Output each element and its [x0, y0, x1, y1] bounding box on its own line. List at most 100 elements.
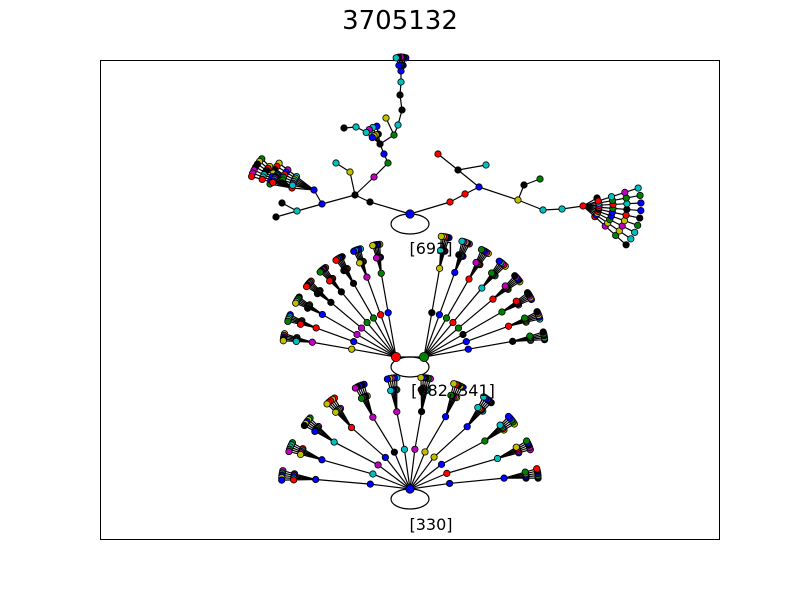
tree-edge — [409, 449, 416, 490]
tree-edge — [369, 201, 411, 215]
tree-node — [634, 184, 642, 192]
tree-node — [332, 256, 340, 264]
tree-node — [627, 235, 635, 243]
tree-node — [631, 228, 639, 236]
tree-node — [449, 318, 457, 327]
tree-node — [318, 200, 326, 208]
tree-node — [478, 284, 486, 292]
tree-edge — [366, 322, 397, 358]
tree-node — [446, 198, 454, 206]
tree-edge — [335, 411, 352, 428]
tree-edge — [423, 333, 464, 358]
tree-node — [522, 437, 531, 445]
tree-edge — [384, 457, 411, 490]
tree-edge — [468, 340, 513, 350]
tree-node — [311, 427, 319, 435]
tree-node — [349, 279, 358, 287]
tree-edge — [387, 312, 397, 358]
tree-edge — [466, 407, 479, 427]
tree-edge — [503, 471, 526, 479]
tree-node — [607, 193, 616, 201]
tree-node — [258, 175, 266, 184]
tree-node — [436, 246, 445, 254]
tree-node — [447, 391, 455, 399]
tree-node — [278, 179, 286, 187]
tree-edge — [315, 478, 371, 485]
tree-node — [366, 480, 374, 488]
tree-2-root-loop — [390, 356, 430, 378]
tree-node — [536, 175, 544, 183]
tree-node — [636, 214, 644, 222]
tree-1-root-node — [405, 209, 415, 219]
tree-node — [451, 268, 459, 277]
tree-node — [351, 384, 359, 392]
tree-node — [366, 198, 374, 206]
tree-edge — [300, 453, 323, 461]
tree-node — [374, 461, 382, 469]
tree-node — [558, 205, 566, 213]
tree-node — [458, 237, 466, 245]
tree-node — [436, 264, 444, 272]
tree-node — [501, 282, 509, 290]
tree-edge — [423, 341, 467, 358]
nodes-layer — [248, 53, 645, 494]
tree-node — [346, 168, 354, 176]
tree-edge — [423, 317, 448, 358]
tree-node — [539, 328, 547, 336]
tree-edge — [354, 176, 375, 196]
tree-edge — [351, 348, 397, 358]
tree-edge — [433, 426, 468, 458]
tree-node — [390, 448, 398, 456]
tree-node — [474, 403, 482, 412]
tree-node — [488, 269, 496, 277]
tree-edge — [409, 201, 451, 215]
tree-node — [493, 454, 502, 463]
tree-node — [381, 453, 389, 462]
tree-3-label: [330] — [409, 515, 452, 534]
tree-edge — [340, 291, 368, 323]
tree-node — [397, 78, 405, 86]
tree-node — [441, 413, 450, 421]
tree-edge — [409, 451, 426, 490]
tree-node — [363, 273, 371, 281]
tree-node — [310, 186, 318, 194]
tree-node — [455, 251, 463, 259]
tree-node — [290, 476, 298, 484]
tree-node — [498, 308, 506, 316]
tree-node — [489, 295, 497, 303]
tree-node — [278, 476, 286, 484]
tree-node — [269, 178, 277, 187]
tree-node — [318, 310, 326, 319]
tree-node — [463, 423, 471, 431]
tree-edge — [457, 169, 480, 188]
tree-node — [369, 413, 377, 421]
tree-edge — [380, 273, 389, 313]
labels-layer: [693] [682, 341] [330] — [409, 239, 494, 534]
tree-edge — [372, 473, 411, 490]
tree-node — [461, 190, 469, 198]
tree-node — [477, 246, 486, 254]
tree-node — [437, 460, 446, 468]
plot-frame — [100, 60, 720, 540]
tree-edge — [349, 171, 356, 196]
tree-edge — [446, 457, 498, 474]
tree-node — [330, 438, 338, 446]
tree-node — [288, 181, 297, 189]
tree-edge — [315, 327, 354, 343]
tree-node — [340, 267, 348, 275]
tree-edge — [393, 451, 411, 490]
tree-node — [278, 199, 286, 207]
tree-node — [430, 453, 438, 461]
tree-node — [400, 445, 409, 453]
tree-node — [637, 199, 645, 207]
tree-edge — [314, 430, 335, 443]
tree-node — [520, 181, 528, 189]
tree-edge — [409, 463, 442, 490]
tree-edge — [321, 459, 374, 475]
tree-edge — [372, 317, 397, 358]
tree-node — [312, 475, 320, 484]
tree-node — [377, 311, 385, 319]
tree-node — [292, 337, 300, 346]
tree-node — [446, 479, 454, 488]
